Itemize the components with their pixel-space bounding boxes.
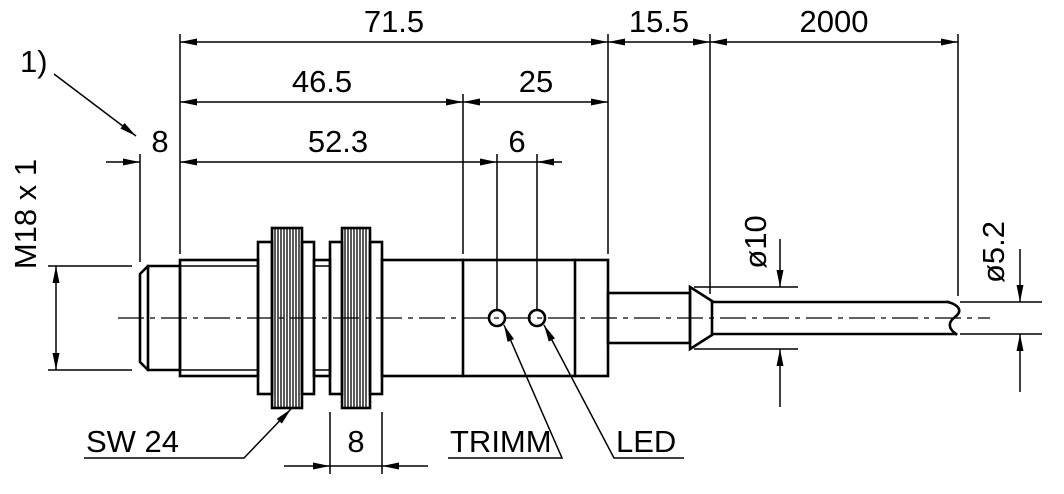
dimension-nut-width: 8 bbox=[284, 424, 428, 470]
dimension-total-length: 71.5 bbox=[180, 4, 608, 46]
wrench-size-callout: SW 24 bbox=[84, 408, 292, 459]
dimension-thread-length: 46.5 bbox=[180, 64, 463, 106]
trimm-leader bbox=[448, 324, 564, 459]
dimension-rear-shaft-length: 15.5 bbox=[608, 4, 710, 46]
trimm-potentiometer-circle bbox=[487, 308, 507, 328]
extension-lines bbox=[48, 34, 1042, 474]
led-indicator-circle bbox=[527, 308, 547, 328]
dim-trimmer-position-value: 52.3 bbox=[308, 124, 368, 159]
wrench-size-leader bbox=[84, 408, 292, 459]
led-label: LED bbox=[616, 424, 676, 459]
dim-gland-diameter-value: ø10 bbox=[738, 215, 773, 268]
dim-head-length-value: 25 bbox=[519, 64, 553, 99]
dim-cable-length-value: 2000 bbox=[800, 4, 869, 39]
dim-rear-shaft-length-value: 15.5 bbox=[629, 4, 689, 39]
dim-thread-length-value: 46.5 bbox=[292, 64, 352, 99]
wrench-size-label: SW 24 bbox=[86, 424, 179, 459]
dimension-cable-diameter: ø5.2 bbox=[976, 221, 1024, 392]
dimension-head-length: 25 bbox=[463, 64, 608, 106]
dim-cable-diameter-value: ø5.2 bbox=[976, 221, 1011, 283]
led-leader bbox=[543, 324, 684, 459]
trimm-label: TRIMM bbox=[450, 424, 552, 459]
dim-nut-width-value: 8 bbox=[347, 424, 364, 459]
dim-hole-spacing-value: 6 bbox=[508, 124, 525, 159]
note-leader-line bbox=[53, 73, 137, 137]
sensor-body bbox=[138, 226, 961, 410]
dimension-trimmer-position: 52.3 bbox=[180, 124, 497, 166]
dimension-front-tip-length: 8 bbox=[106, 124, 169, 166]
dim-front-tip-length-value: 8 bbox=[151, 124, 168, 159]
dimension-hole-spacing: 6 bbox=[497, 124, 562, 166]
dimension-thread-spec: M18 x 1 bbox=[8, 159, 60, 370]
cable bbox=[710, 300, 961, 336]
led-callout: LED bbox=[543, 324, 684, 459]
dim-total-length-value: 71.5 bbox=[364, 4, 424, 39]
note-ref-label: 1) bbox=[20, 44, 48, 79]
dim-thread-spec-value: M18 x 1 bbox=[8, 159, 43, 269]
trimm-callout: TRIMM bbox=[448, 324, 564, 459]
note-reference: 1) bbox=[20, 44, 137, 137]
dimension-cable-length: 2000 bbox=[710, 4, 958, 46]
dimension-gland-diameter: ø10 bbox=[738, 215, 784, 407]
